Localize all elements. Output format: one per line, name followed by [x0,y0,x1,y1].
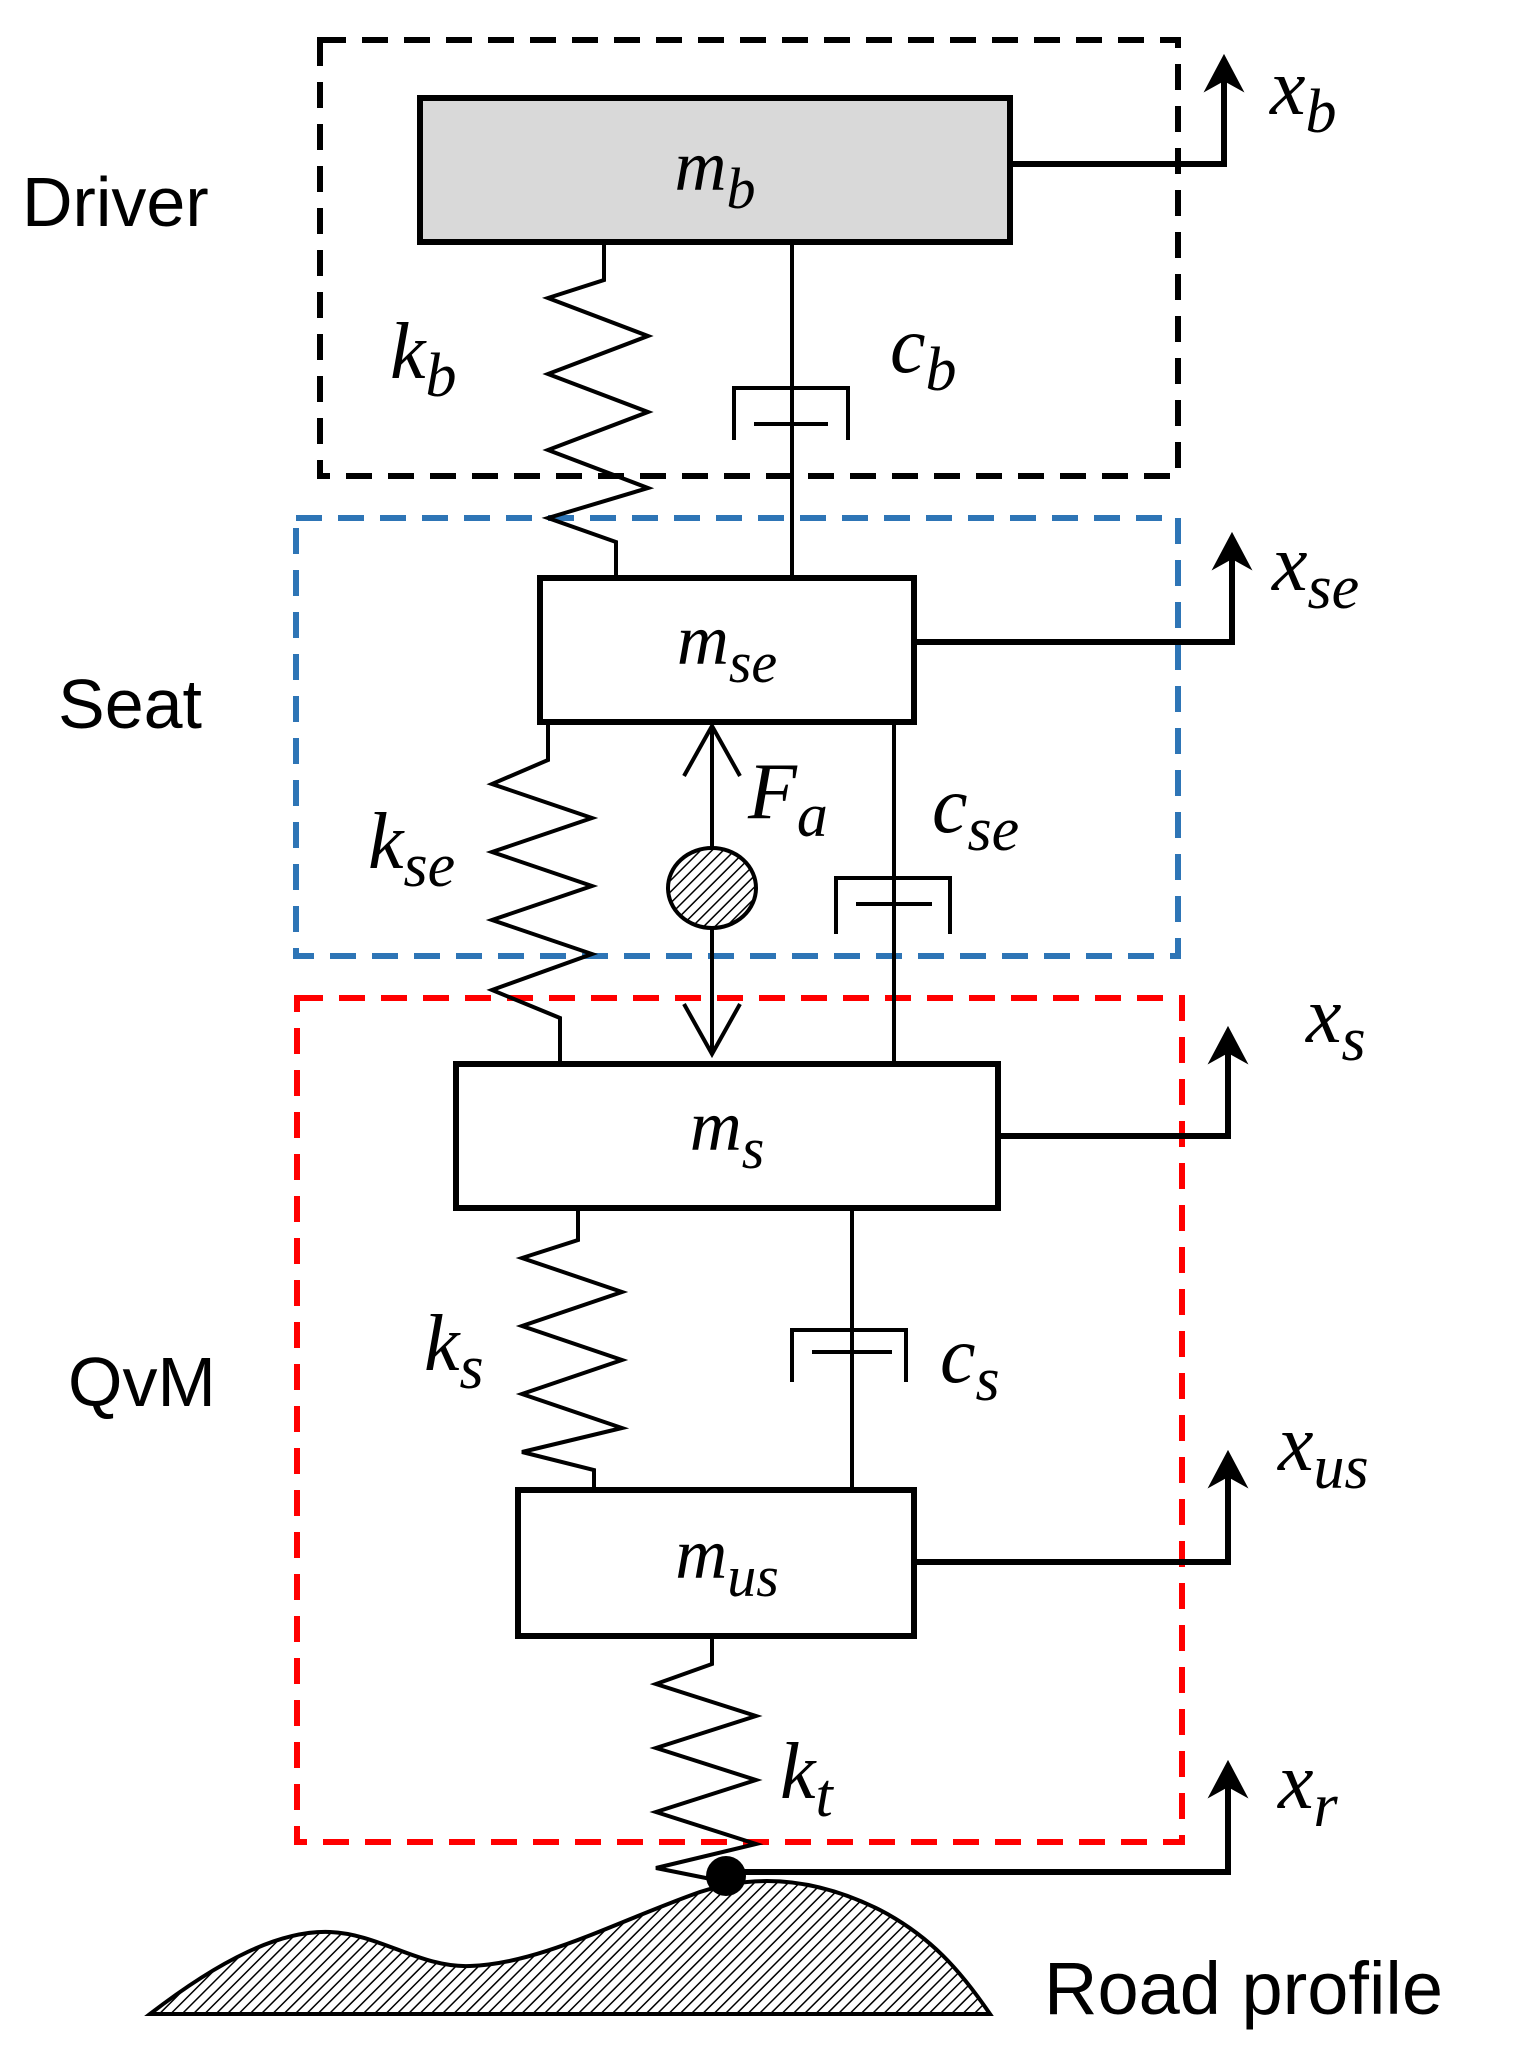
spring-suspension [515,1208,630,1490]
displacement-label-unsprung: xus [1277,1400,1369,1502]
mass-unsprung: mus [515,1487,917,1639]
spring-body-label: kb [390,308,457,410]
displacement-arrow-road [726,1759,1249,1875]
displacement-label-sprung: xs [1305,972,1366,1074]
displacement-arrow-seat [914,531,1253,645]
road-contact-point [706,1856,746,1896]
displacement-label-body: xb [1269,44,1337,146]
spring-suspension-label: ks [424,1300,484,1402]
road-profile-label: Road profile [1044,1947,1443,2030]
actuator-label: Fa [747,748,828,850]
displacement-label-seat: xse [1271,520,1359,622]
seat-group-label: Seat [58,665,202,743]
mass-unsprung-label: mus [675,1514,779,1609]
damper-seat [834,722,952,1064]
spring-tire [649,1636,764,1900]
driver-group-box [317,37,1181,479]
actuator [666,721,758,1059]
mass-seat-label: mse [677,600,777,695]
damper-suspension [790,1208,908,1490]
damper-seat-label: cse [932,762,1019,864]
displacement-arrow-unsprung [914,1449,1249,1565]
damper-body-label: cb [890,302,957,404]
mass-sprung: ms [453,1061,1001,1211]
spring-seat-label: kse [368,798,455,900]
damper-body [732,242,850,578]
displacement-label-road: xr [1277,1738,1339,1840]
displacement-arrow-body [1010,53,1245,167]
road-profile-shape [144,1879,994,2016]
displacement-arrow-sprung [998,1025,1249,1139]
damper-suspension-label: cs [940,1312,1000,1414]
mass-body: mb [417,95,1013,245]
mass-sprung-label: ms [690,1086,765,1181]
actuator-body-icon [666,846,758,930]
seat-group-box [293,515,1181,959]
spring-body [541,242,655,578]
mass-body-label: mb [675,126,756,221]
qvm-group-box [294,995,1185,1845]
spring-tire-label: kt [780,1728,835,1830]
spring-seat [485,722,599,1064]
driver-group-label: Driver [22,163,209,241]
mass-seat: mse [537,575,917,725]
qvm-group-label: QvM [68,1343,216,1421]
